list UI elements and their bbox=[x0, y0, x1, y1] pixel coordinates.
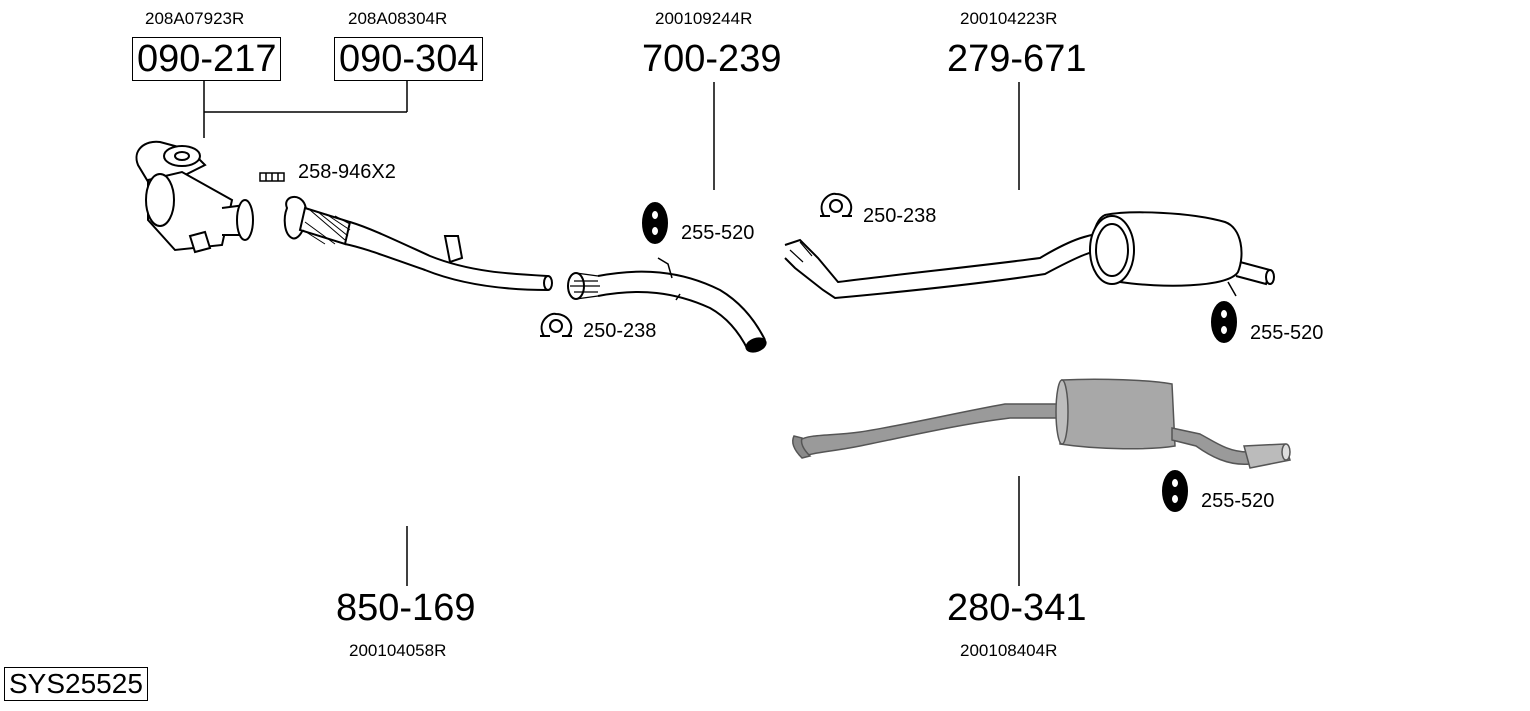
part-number-rear2[interactable]: 280-341 bbox=[947, 587, 1087, 629]
oem-number-rear2: 200108404R bbox=[960, 641, 1058, 660]
rear-silencer-drawing bbox=[784, 211, 1275, 300]
accessory-label-hanger1[interactable]: 255-520 bbox=[681, 222, 755, 244]
middle-pipe-drawing bbox=[567, 257, 767, 353]
catalytic-converter-drawing bbox=[135, 140, 254, 254]
accessory-label-clamp1[interactable]: 250-238 bbox=[583, 320, 657, 342]
hanger-drawing-3 bbox=[1162, 470, 1188, 512]
hanger-drawing-2 bbox=[1211, 301, 1237, 343]
hanger-drawing-1 bbox=[642, 202, 668, 244]
part-number-middle[interactable]: 700-239 bbox=[642, 38, 782, 80]
oem-number-front: 200104058R bbox=[349, 641, 447, 660]
part-number-rear1[interactable]: 279-671 bbox=[947, 38, 1087, 80]
accessory-label-clamp2[interactable]: 250-238 bbox=[863, 205, 937, 227]
part-number-cat1[interactable]: 090-217 bbox=[132, 37, 282, 81]
oem-number-cat1: 208A07923R bbox=[145, 9, 245, 28]
oem-number-rear1: 200104223R bbox=[960, 9, 1058, 28]
system-code: SYS25525 bbox=[4, 667, 148, 701]
part-number-cat2[interactable]: 090-304 bbox=[334, 37, 484, 81]
accessory-label-hanger3[interactable]: 255-520 bbox=[1201, 490, 1275, 512]
rear-silencer-alt-drawing bbox=[791, 378, 1291, 469]
front-pipe-drawing bbox=[283, 196, 553, 291]
oem-number-middle: 200109244R bbox=[655, 9, 753, 28]
accessory-label-hanger2[interactable]: 255-520 bbox=[1250, 322, 1324, 344]
clamp-drawing-1 bbox=[540, 312, 573, 337]
gasket-drawing bbox=[259, 172, 285, 182]
leader-line-cat bbox=[203, 80, 408, 138]
oem-number-cat2: 208A08304R bbox=[348, 9, 448, 28]
accessory-label-gasket[interactable]: 258-946X2 bbox=[298, 161, 396, 183]
part-number-front[interactable]: 850-169 bbox=[336, 587, 476, 629]
clamp-drawing-2 bbox=[820, 192, 853, 217]
